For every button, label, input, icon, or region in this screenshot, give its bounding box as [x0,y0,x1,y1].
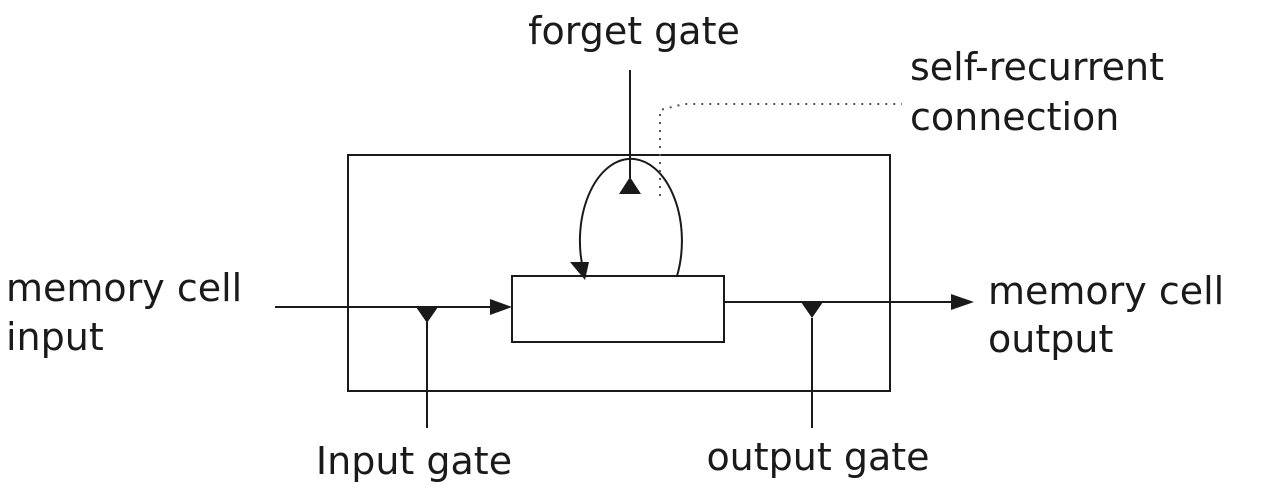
memory-cell-box [511,275,725,343]
forget-gate-label: forget gate [528,9,740,53]
memory-block-outer-box [347,154,891,392]
input-gate-label: Input gate [316,439,512,483]
forget-gate-arrow-head [619,177,641,194]
input-gate-arrow-head [416,307,438,323]
self-recurrent-arrow-head [570,262,589,280]
output-gate-label: output gate [706,435,929,479]
self-recurrent-label-line2: connection [910,95,1119,139]
memory-cell-output-label-line2: output [988,317,1113,361]
memory-cell-output-label-line1: memory cell [988,269,1224,313]
memory-cell-input-label-line1: memory cell [6,266,242,310]
self-recurrent-label-line1: self-recurrent [910,45,1164,89]
memory-cell-input-label-line2: input [6,315,104,359]
output-gate-arrow-head [801,302,823,318]
self-recurrent-pointer-dotted [659,103,902,196]
output-arrow-head [951,294,974,310]
self-recurrent-loop [578,157,683,277]
input-arrow-head [490,299,512,315]
